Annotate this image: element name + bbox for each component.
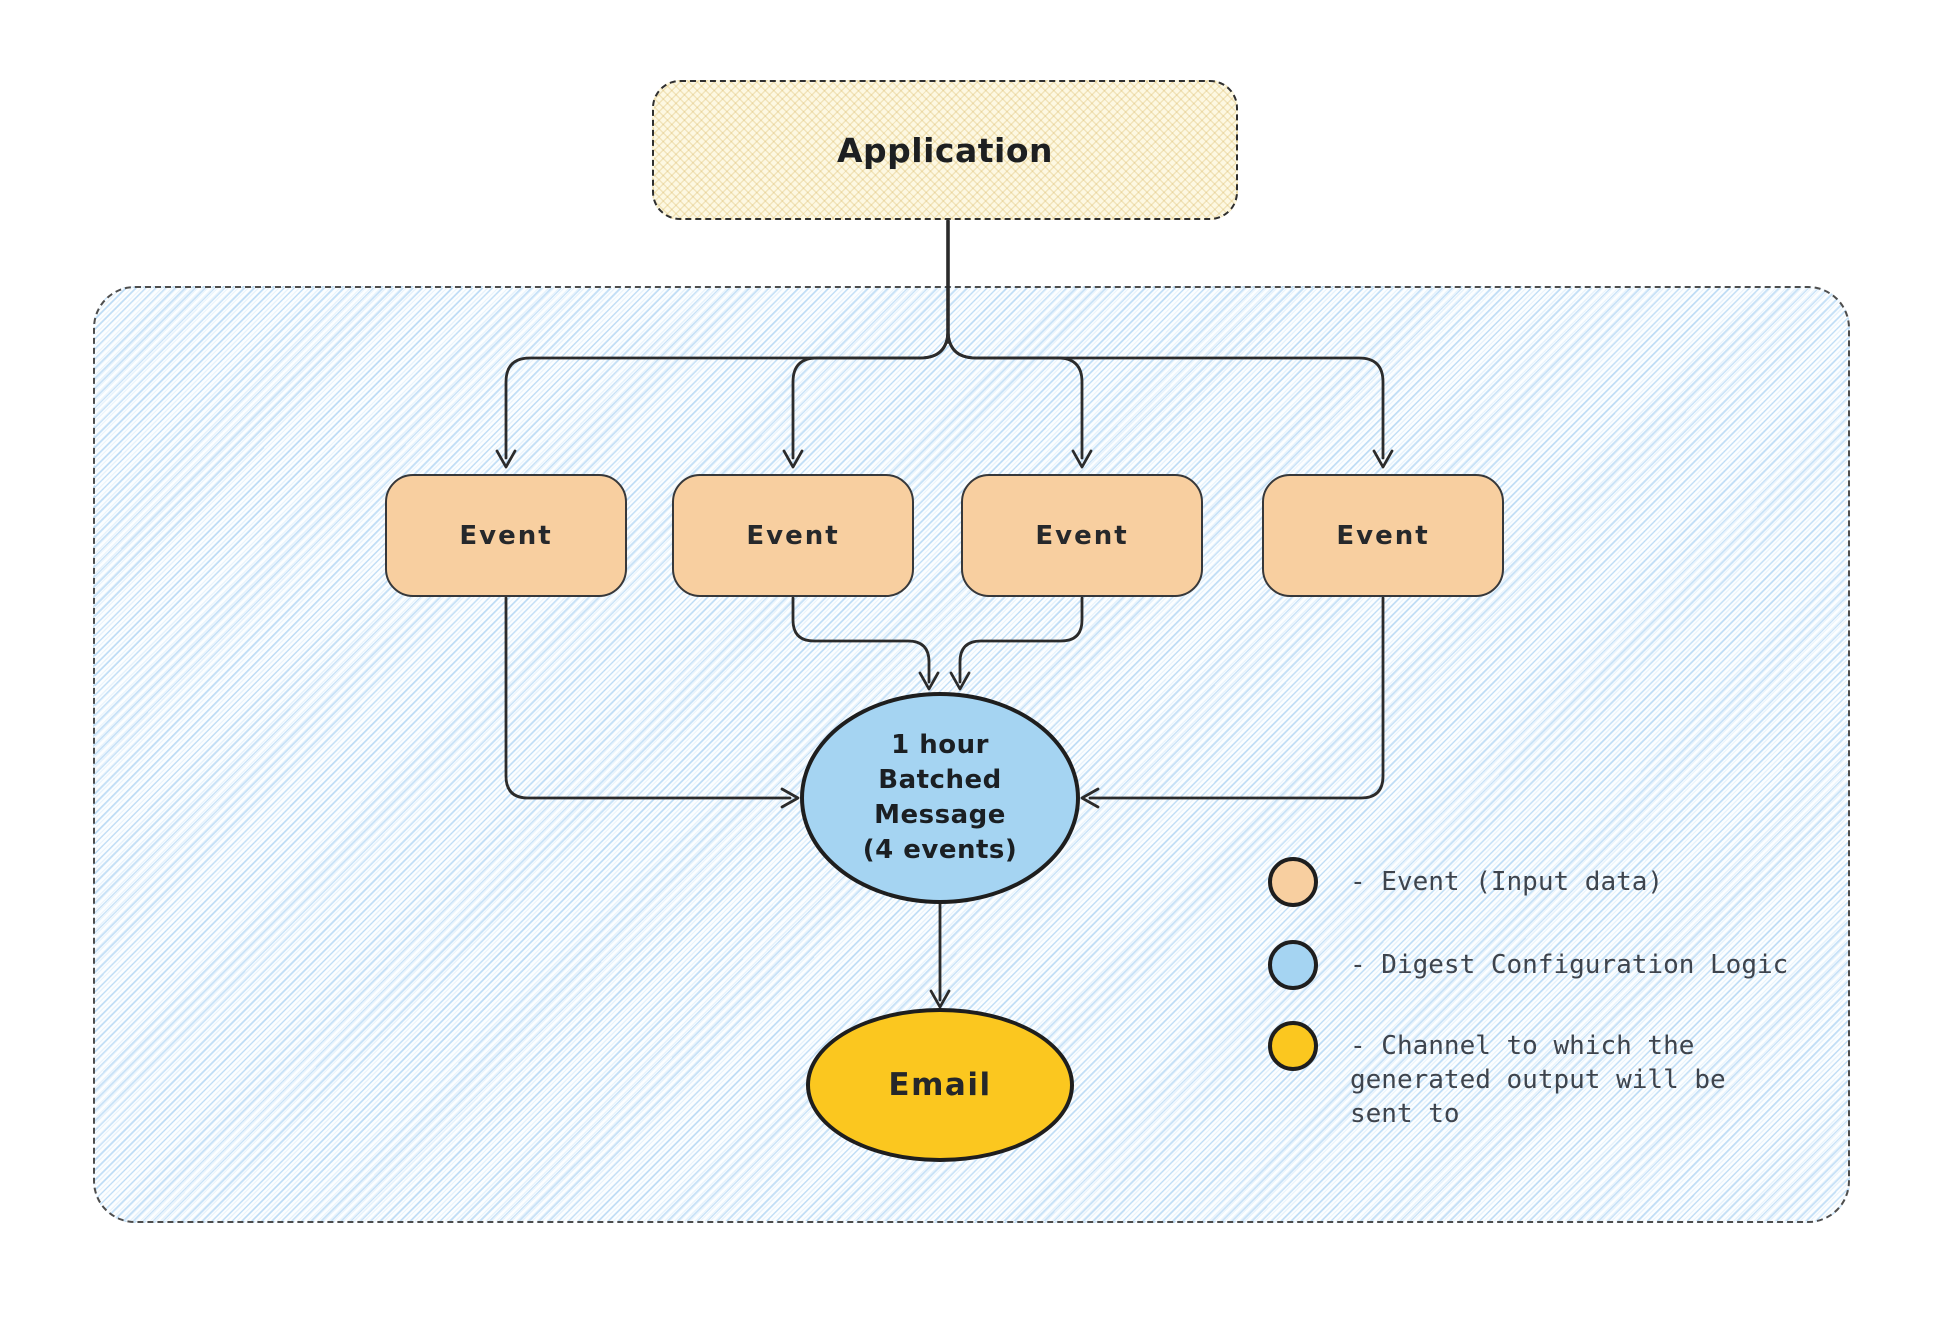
event-node-3: Event <box>961 474 1203 597</box>
channel-swatch <box>1268 1021 1318 1071</box>
event-node-2: Event <box>672 474 914 597</box>
legend-item-digest: - Digest Configuration Logic <box>1268 940 1788 990</box>
legend-label-channel: - Channel to which the generated output … <box>1350 1031 1726 1129</box>
email-node: Email <box>806 1008 1074 1162</box>
email-label: Email <box>888 1067 992 1103</box>
event-label: Event <box>459 520 553 551</box>
digest-node: 1 hour Batched Message (4 events) <box>800 692 1080 904</box>
digest-line: (4 events) <box>862 835 1018 865</box>
application-label: Application <box>837 130 1053 170</box>
digest-line: 1 hour <box>891 730 989 760</box>
legend-item-channel: - Channel to which the generated output … <box>1268 1021 1726 1131</box>
event-label: Event <box>1035 520 1129 551</box>
event-node-1: Event <box>385 474 627 597</box>
legend-label-event: - Event (Input data) <box>1350 867 1664 897</box>
digest-swatch <box>1268 940 1318 990</box>
application-node: Application <box>652 80 1238 220</box>
event-label: Event <box>746 520 840 551</box>
event-node-4: Event <box>1262 474 1504 597</box>
legend-label-digest: - Digest Configuration Logic <box>1350 950 1789 980</box>
digest-line: Batched <box>878 765 1002 795</box>
event-label: Event <box>1336 520 1430 551</box>
digest-line: Message <box>874 800 1006 830</box>
event-swatch <box>1268 857 1318 907</box>
legend-item-event: - Event (Input data) <box>1268 857 1663 907</box>
